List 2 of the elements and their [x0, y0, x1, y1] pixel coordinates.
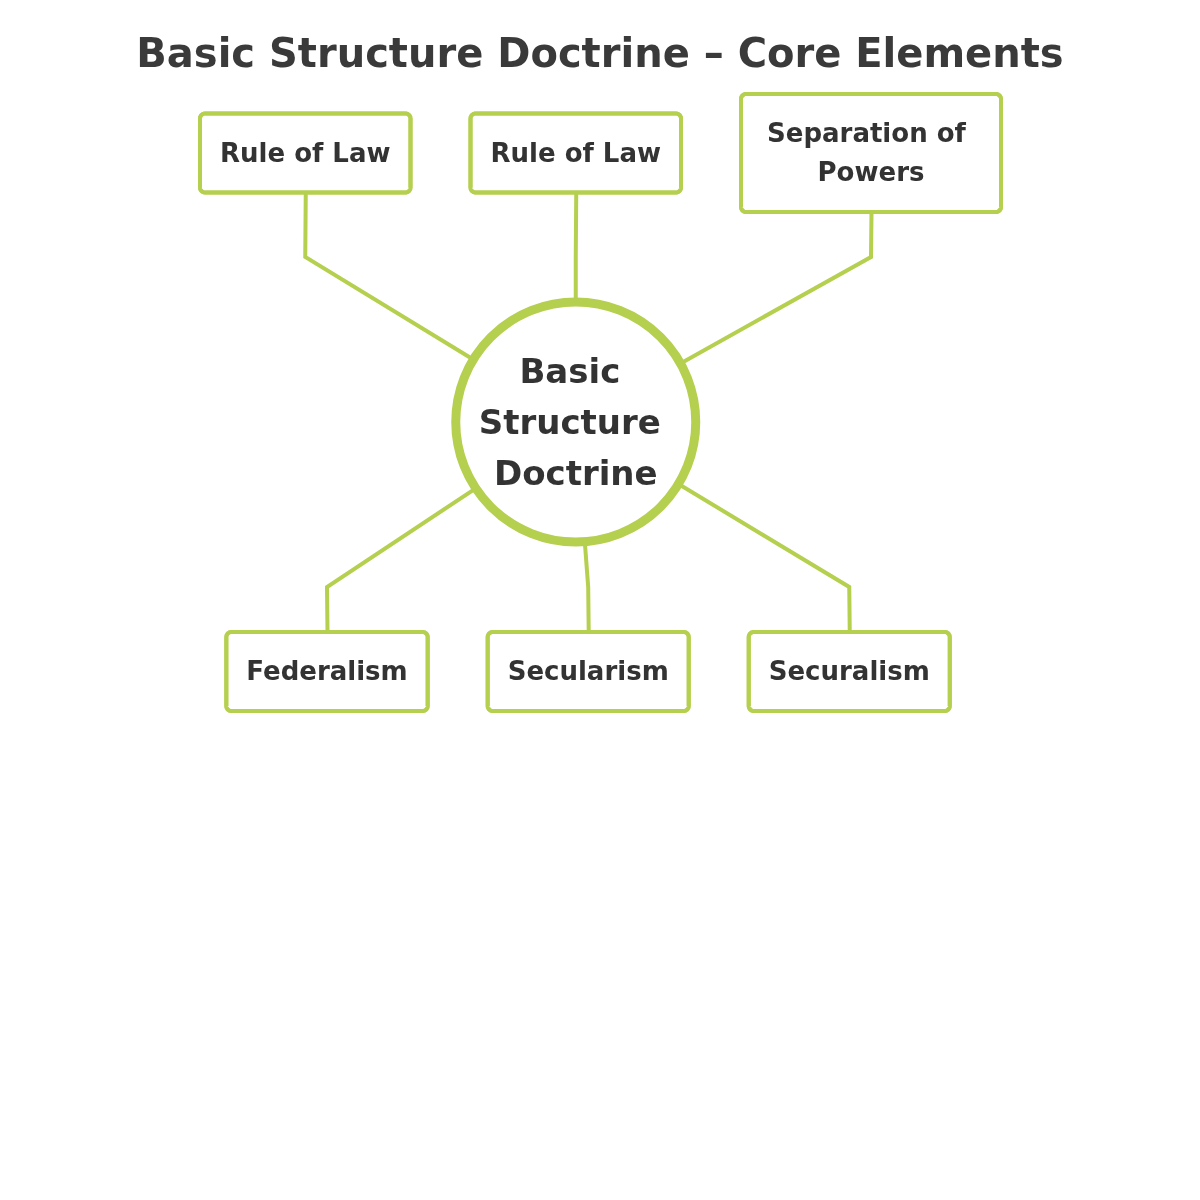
node-circle: Basic Structure Doctrine	[450, 297, 700, 547]
diagram-title: Basic Structure Doctrine – Core Elements	[135, 30, 1065, 76]
